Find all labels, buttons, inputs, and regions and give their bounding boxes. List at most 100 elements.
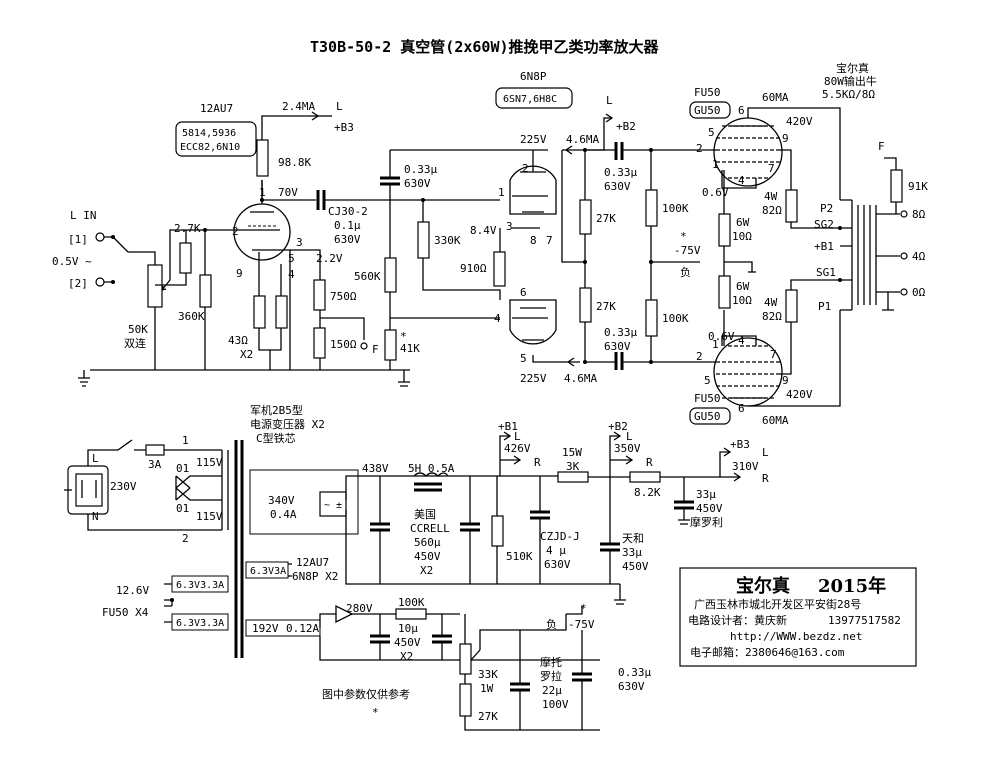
bias-sec-i: 0.12A (286, 622, 319, 635)
resistor-150-label: 150Ω (330, 338, 357, 351)
resistor-41k-label: 41K (400, 342, 420, 355)
v2-pin5: 5 (520, 352, 527, 365)
bias-neg-2: 负 (546, 617, 557, 631)
volume-pot[interactable] (147, 264, 163, 308)
v2-pin8: 8 (530, 234, 537, 247)
cap3-v: 450V (696, 502, 723, 515)
resistor-98k8 (256, 139, 269, 177)
resistor-27k-b-label: 27K (596, 300, 616, 313)
resistor-91k (890, 169, 903, 203)
out-bot-pin5: 5 (704, 374, 711, 387)
out-bot-pin7: 7 (770, 348, 777, 361)
input-stage: L IN [1] [2] 0.5V ~ 50K 双连 2.7K 360K 12A… (52, 100, 500, 387)
input-jack-1-icon[interactable] (95, 232, 105, 242)
pt-tap1: 1 (182, 434, 189, 447)
cap-033-d-val: 0.33μ (618, 666, 651, 679)
cap-cj30-v: 630V (334, 233, 361, 246)
output-stage: FU50 GU50 FU50 GU50 6 60MA 420V 5 2 1 9 … (689, 61, 928, 427)
cap-czjd (530, 510, 550, 520)
v1-cathode-v: 2.2V (316, 252, 343, 265)
out-bot-sub: GU50 (694, 410, 721, 423)
bias-v: -75V (674, 244, 701, 257)
out-top-sub: GU50 (694, 104, 721, 117)
resistor-510k-label: 510K (506, 550, 533, 563)
cap-tianhe (600, 542, 620, 552)
resistor-100k-b-label: 100K (662, 312, 689, 325)
cap-560-b (460, 522, 480, 532)
resistor-3k (557, 471, 589, 483)
ps-b3-L: L (762, 446, 769, 459)
resistor-82-a (785, 189, 798, 223)
phase-splitter: 6N8P 6SN7,6H8C 0.33μ 630V 225V 560K * 41… (354, 70, 712, 385)
lbl-b2-top: +B2 (616, 120, 636, 133)
pt-primary-icon (221, 450, 229, 530)
resistor-150 (313, 327, 326, 359)
cap-10u-v: 450V (394, 636, 421, 649)
svg-text:~ ±: ~ ± (324, 500, 342, 511)
feedback-f1: F (372, 343, 379, 356)
v2-plate-v-a: 225V (520, 133, 547, 146)
ot-sg2: SG2 (814, 218, 834, 231)
ground-icon (78, 370, 90, 387)
ot-imp: 5.5KΩ/8Ω (822, 88, 875, 101)
credit-designer: 电路设计者：黄庆新 (688, 613, 787, 627)
credit-brand: 宝尔真 (736, 575, 790, 597)
star-4: * (372, 706, 379, 719)
resistor-2k7-label: 2.7K (174, 222, 201, 235)
v2-subs: 6SN7,6H8C (503, 94, 557, 105)
pot-33k[interactable] (459, 643, 472, 675)
mains-v: 230V (110, 480, 137, 493)
diode-icon (335, 604, 354, 624)
cap-cj30-name: CJ30-2 (328, 205, 368, 218)
v2-pin4: 4 (494, 312, 501, 325)
v2-tube-name: 6N8P (520, 70, 547, 83)
v1-pin5: 5 (288, 252, 295, 265)
ot-brand: 宝尔真 (836, 61, 869, 75)
cap-033-b-v: 630V (604, 180, 631, 193)
v-420-b: 420V (786, 388, 813, 401)
cap-033-c-v: 630V (604, 340, 631, 353)
ot-desc: 80W输出牛 (824, 74, 877, 88)
cap-033-c-val: 0.33μ (604, 326, 637, 339)
resistor-27k-a-label: 27K (596, 212, 616, 225)
pt-115a: 115V (196, 456, 223, 469)
cap-czjd-v: 630V (544, 558, 571, 571)
output-transformer-icon (851, 200, 865, 310)
resistor-100k-b (645, 299, 658, 337)
v-426: 426V (504, 442, 531, 455)
resistor-82-a-w: 4W (764, 190, 778, 203)
cap-22u-v: 100V (542, 698, 569, 711)
lbl-b3-top: +B3 (334, 121, 354, 134)
resistor-10-a-val: 10Ω (732, 230, 752, 243)
bias-v-2: -75V (568, 618, 595, 631)
v-310: 310V (732, 460, 759, 473)
cap-czjd-name: CZJD-J (540, 530, 580, 543)
bias-neg: 负 (680, 265, 691, 279)
cap-brand: 美国 (414, 508, 436, 521)
resistor-10-a (718, 213, 731, 247)
pt-115b: 115V (196, 510, 223, 523)
bridge-rectifier-icon (319, 491, 347, 517)
pt-tap01a: 01 (176, 462, 189, 475)
ps-b2-R: R (646, 456, 653, 469)
v2-lower-tube-icon (509, 299, 557, 345)
star-1: * (400, 330, 407, 343)
v2-pin1: 1 (498, 186, 505, 199)
cap-10u-x: X2 (400, 650, 413, 663)
note: 图中参数仅供参考 (322, 687, 410, 701)
input-1-label: [1] (68, 233, 88, 246)
resistor-43-x2: X2 (240, 348, 253, 361)
pot-33k-label: 33K (478, 668, 498, 681)
i-60ma-a: 60MA (762, 91, 789, 104)
out-top-pin7: 7 (768, 162, 775, 175)
pt-core-icon (234, 440, 244, 658)
pt-core: C型铁芯 (256, 431, 296, 445)
cap-033-a-v: 630V (404, 177, 431, 190)
resistor-43-b (275, 295, 288, 329)
v-280: 280V (346, 602, 373, 615)
input-jack-2-icon[interactable] (95, 277, 105, 287)
out-top-sub-box (689, 101, 731, 119)
coupling-cap-cj30 (316, 190, 326, 210)
resistor-360k (199, 274, 212, 308)
